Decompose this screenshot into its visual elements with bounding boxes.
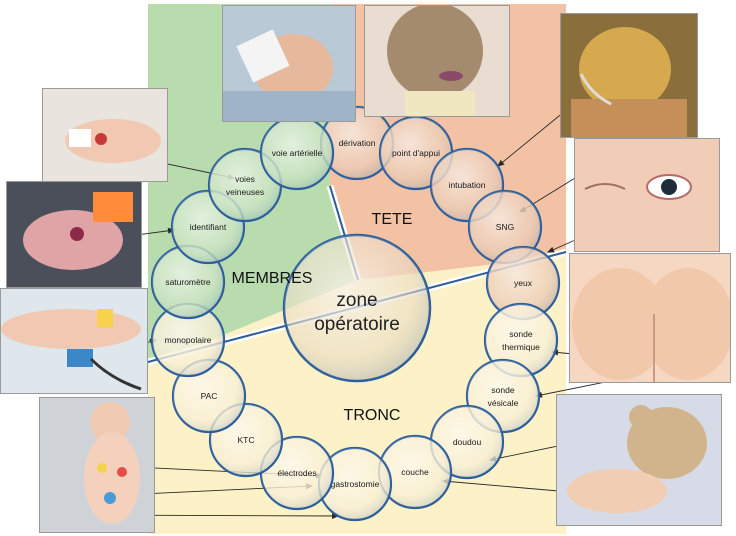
arterial-line-foot-photo [42,88,168,182]
circle-label-doudou: doudou [453,437,482,447]
circle-label-sonde-vesicale: sonde [491,385,514,395]
circle-label-voies-veineuses-2: veineuses [226,187,264,197]
eye-photo [574,138,720,252]
circle-label-electrodes: électrodes [277,468,316,478]
circle-label-yeux: yeux [514,278,533,288]
zone-membres-label: MEMBRES [232,270,313,287]
circle-label-sng: SNG [496,222,514,232]
teddy-bear-photo [556,394,722,526]
thermal-probe-photo [569,253,731,383]
circle-yeux: yeux [485,245,561,321]
arrow-head [497,159,505,167]
circle-label-voie-arterielle: voie artérielle [272,148,323,158]
center-circle: zone opératoire [282,233,432,383]
zone-tronc-label: TRONC [344,407,401,424]
circle-label-pac: PAC [201,391,218,401]
circle-voie-arterielle: voie artérielle [259,115,335,191]
circle-label-couche: couche [401,467,429,477]
pressure-point-photo [364,5,510,117]
circle-label-sonde-thermique: sonde [509,329,532,339]
circle-derivation: dérivation [319,105,395,181]
circle-label-intubation: intubation [449,180,486,190]
circle-sng: SNG [467,189,543,265]
circle-intubation: intubation [429,147,505,223]
circle-label-ktc: KTC [238,435,255,445]
arrow-head [546,246,555,253]
center-line2: opératoire [314,314,400,335]
circle-label-gastrostomie: gastrostomie [331,479,380,489]
circle-gastrostomie: gastrostomie [317,446,393,522]
circle-monopolaire: monopolaire [150,302,226,378]
circle-label-identifiant: identifiant [190,222,227,232]
head-dressing-photo [222,5,356,122]
circle-label-sonde-vesicale-2: vésicale [488,398,519,408]
circle-label-sonde-thermique-2: thermique [502,342,540,352]
intubation-photo [560,13,698,138]
circle-label-monopolaire: monopolaire [165,335,212,345]
circle-label-saturometre: saturomètre [165,277,211,287]
circle-label-derivation: dérivation [339,138,376,148]
zone-tete-label: TETE [372,211,413,228]
venous-line-arm-photo [6,181,142,288]
electrodes-baby-photo [39,397,155,533]
saturometer-photo [0,288,148,394]
circle-sonde-thermique: sonde thermique [483,302,559,378]
circle-label-point-appui: point d'appui [392,148,440,158]
circle-couche: couche [377,434,453,510]
circle-label-voies-veineuses: voies [235,174,255,184]
center-line1: zone [336,290,377,311]
